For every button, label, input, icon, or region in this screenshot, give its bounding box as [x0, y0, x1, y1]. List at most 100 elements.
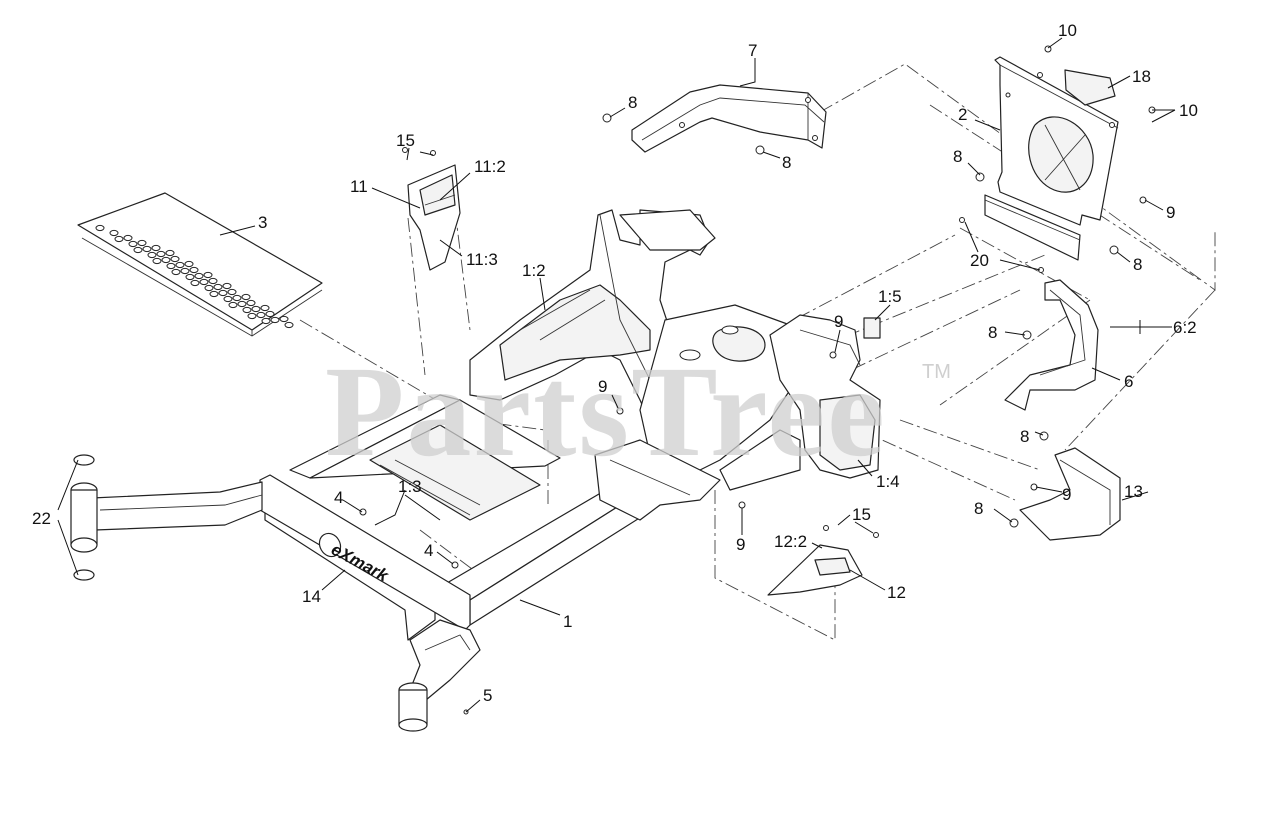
perforation-hole [204, 284, 214, 292]
callout-1: 1 [563, 612, 572, 631]
caster-arm-left [70, 454, 263, 581]
perforation-hole [241, 293, 251, 301]
perforation-hole [279, 315, 289, 323]
perforation-hole [208, 277, 218, 285]
floor-pan-part-3 [77, 192, 323, 337]
perforation-hole [171, 268, 181, 276]
callout-11-2: 11:2 [474, 157, 506, 176]
callout-15: 15 [852, 505, 871, 524]
callout-7: 7 [748, 41, 757, 60]
perforation-hole [185, 273, 195, 281]
callout-12-2: 12:2 [774, 532, 807, 551]
callout-8: 8 [628, 93, 637, 112]
perforation-hole [284, 321, 294, 329]
perforation-hole [190, 279, 200, 287]
perforation-hole [189, 266, 199, 274]
perforation-hole [199, 278, 209, 286]
perforation-hole [251, 305, 261, 313]
perforation-hole [147, 251, 157, 259]
perforation-hole [95, 224, 105, 232]
perforation-hole [237, 300, 247, 308]
callout-10: 10 [1058, 21, 1077, 40]
callout-18: 18 [1132, 67, 1151, 86]
callout-11-3: 11:3 [466, 250, 498, 269]
callout-20: 20 [970, 251, 989, 270]
perforation-hole [109, 229, 119, 237]
callout-6-2: 6:2 [1173, 318, 1197, 337]
perforation-hole [142, 245, 152, 253]
callout-8: 8 [953, 147, 962, 166]
callout-13: 13 [1124, 482, 1143, 501]
callout-1-3: 1:3 [398, 477, 422, 496]
perforation-hole [175, 261, 185, 269]
callout-8: 8 [782, 153, 791, 172]
skid-part-13 [1019, 447, 1121, 541]
perforation-hole [166, 262, 176, 270]
perforation-hole [218, 289, 228, 297]
perforation-hole [123, 234, 133, 242]
callout-labels: 10 18 7 2 8 8 10 8 9 8 15 11:2 11 11:3 3… [32, 21, 1198, 705]
perforation-hole [213, 283, 223, 291]
perforation-hole [170, 255, 180, 263]
callout-9: 9 [1166, 203, 1175, 222]
callout-1-5: 1:5 [878, 287, 902, 306]
callout-1-2: 1:2 [522, 261, 546, 280]
callout-10: 10 [1179, 101, 1198, 120]
perforation-hole [165, 249, 175, 257]
perforation-hole [209, 290, 219, 298]
perforation-hole [161, 256, 171, 264]
perforation-hole [228, 301, 238, 309]
callout-15: 15 [396, 131, 415, 150]
callout-9: 9 [834, 312, 843, 331]
plate-part-12 [767, 544, 863, 596]
perforation-hole [194, 272, 204, 280]
perforation-hole [223, 295, 233, 303]
bracket-part-7 [631, 84, 827, 153]
perforation-hole [156, 250, 166, 258]
assembly-dashed-lines [299, 63, 1216, 641]
callout-12: 12 [887, 583, 906, 602]
perforation-hole [227, 288, 237, 296]
perforation-hole [114, 235, 124, 243]
callout-8: 8 [988, 323, 997, 342]
callout-1-4: 1:4 [876, 472, 900, 491]
callout-9: 9 [736, 535, 745, 554]
callout-4: 4 [424, 541, 433, 560]
callout-14: 14 [302, 587, 321, 606]
callout-2: 2 [958, 105, 967, 124]
perforation-hole [128, 240, 138, 248]
callout-6: 6 [1124, 372, 1133, 391]
perforation-hole [133, 246, 143, 254]
callout-9: 9 [598, 377, 607, 396]
callout-8: 8 [1133, 255, 1142, 274]
perforation-hole [265, 310, 275, 318]
perforation-hole [270, 316, 280, 324]
perforation-hole [232, 294, 242, 302]
perforation-hole [260, 304, 270, 312]
callout-3: 3 [258, 213, 267, 232]
callout-5: 5 [483, 686, 492, 705]
perforation-hole [256, 311, 266, 319]
plate-part-2 [984, 56, 1119, 261]
perforation-hole [184, 260, 194, 268]
callout-8: 8 [1020, 427, 1029, 446]
shield-part-11 [407, 164, 461, 271]
watermark-trademark: TM [922, 361, 951, 383]
callout-4: 4 [334, 488, 343, 507]
perforation-hole [180, 267, 190, 275]
perforation-hole [242, 306, 252, 314]
decal-part-1-5 [863, 317, 881, 339]
leader-lines [57, 37, 1176, 713]
perforation-hole [222, 282, 232, 290]
perforation-hole [246, 299, 256, 307]
perforation-hole [137, 239, 147, 247]
perforation-hole [203, 271, 213, 279]
bracket-part-6 [1004, 279, 1099, 411]
perforation-hole [261, 317, 271, 325]
callout-11: 11 [350, 177, 368, 196]
callout-9: 9 [1062, 485, 1071, 504]
partstree-watermark: PartsTree [325, 340, 887, 484]
callout-8: 8 [974, 499, 983, 518]
main-frame-part-1 [259, 209, 881, 641]
